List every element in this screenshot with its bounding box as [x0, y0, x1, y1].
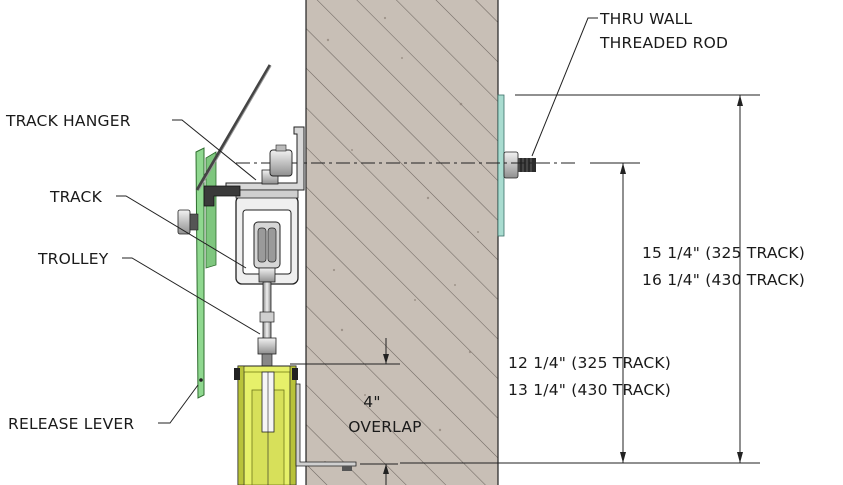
wall-plate-assembly — [497, 94, 536, 237]
callout-release-lever: RELEASE LEVER — [8, 384, 199, 433]
track-hanger-label: TRACK HANGER — [5, 112, 131, 130]
track-hanger-bracket — [225, 126, 305, 191]
plate-height-dimension: 15 1/4" (325 TRACK) 16 1/4" (430 TRACK) — [515, 94, 805, 464]
door-panel — [234, 365, 357, 485]
dim-rod-430-label: 13 1/4" (430 TRACK) — [508, 381, 671, 399]
trolley-rod — [262, 281, 272, 341]
dim-plate-430-label: 16 1/4" (430 TRACK) — [642, 271, 805, 289]
callout-track: TRACK — [49, 188, 247, 269]
callout-trolley: TROLLEY — [37, 250, 261, 335]
thru-wall-label-line1: THRU WALL — [599, 10, 692, 28]
callout-thru-wall-rod: THRU WALL THREADED ROD — [531, 10, 728, 157]
thru-wall-label-line2: THREADED ROD — [599, 34, 728, 52]
rod-height-dimension: 12 1/4" (325 TRACK) 13 1/4" (430 TRACK) — [400, 162, 671, 464]
dim-rod-325-label: 12 1/4" (325 TRACK) — [508, 354, 671, 372]
track-label: TRACK — [49, 188, 103, 206]
release-lever — [177, 64, 272, 399]
overlap-dimension: 4" OVERLAP — [290, 338, 422, 485]
wall-hatch — [306, 0, 498, 485]
overlap-value-label: 4" — [363, 393, 380, 411]
concrete-wall — [305, 0, 499, 485]
release-lever-label: RELEASE LEVER — [8, 415, 134, 433]
dim-plate-325-label: 15 1/4" (325 TRACK) — [642, 244, 805, 262]
trolley — [253, 221, 281, 367]
rod-nut-right — [503, 151, 519, 179]
rod-nut-left — [269, 149, 293, 177]
wall-plate — [497, 94, 505, 237]
callout-track-hanger: TRACK HANGER — [5, 112, 257, 181]
overlap-word-label: OVERLAP — [348, 418, 421, 436]
trolley-label: TROLLEY — [37, 250, 109, 268]
